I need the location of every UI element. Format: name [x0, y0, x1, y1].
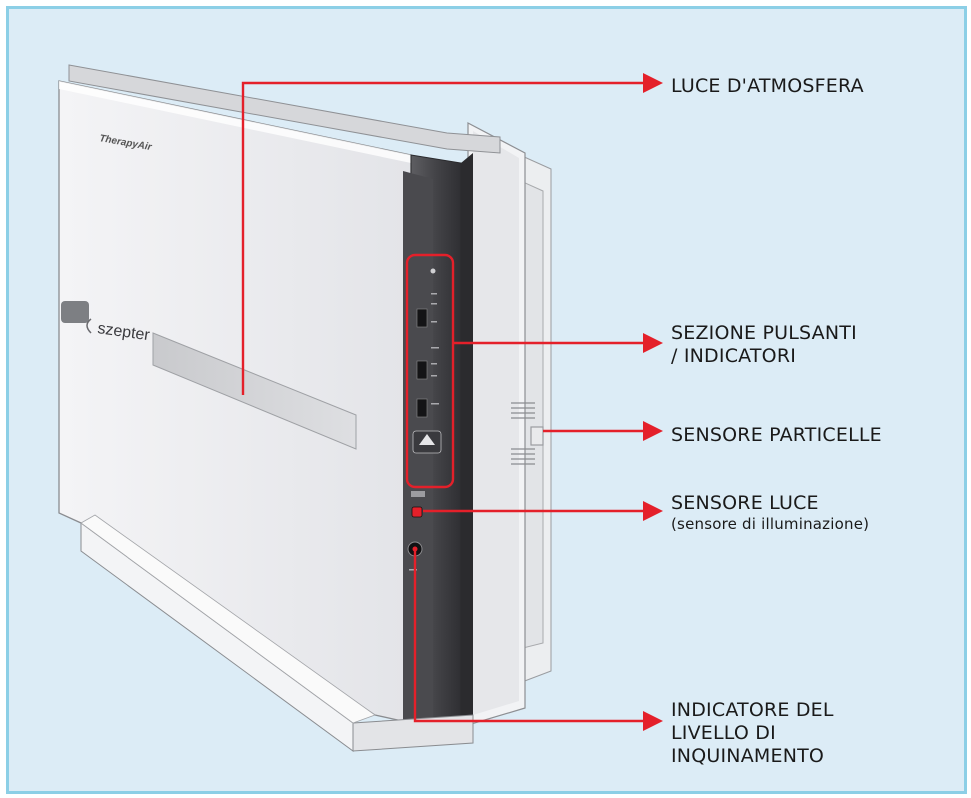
label-ambient-light: LUCE D'ATMOSFERA — [671, 75, 864, 98]
side-tab — [61, 301, 89, 323]
arrow-icon — [643, 333, 663, 353]
callout-line-pollution — [413, 549, 645, 723]
label-line: LUCE D'ATMOSFERA — [671, 75, 864, 97]
arrow-icon — [643, 73, 663, 93]
pollution-indicator — [407, 541, 423, 571]
szepter-mark-icon — [86, 318, 92, 334]
label-buttons: SEZIONE PULSANTI / INDICATORI — [671, 322, 857, 368]
label-subline: (sensore di illuminazione) — [671, 515, 870, 533]
base-plate — [80, 514, 474, 752]
callout-arrowheads — [643, 73, 663, 731]
air-purifier-illustration: TherapyAir szepter — [58, 64, 663, 752]
top-rim — [68, 64, 501, 154]
side-housing — [467, 122, 552, 726]
control-buttons — [412, 268, 442, 454]
label-line: SEZIONE PULSANTI — [671, 322, 857, 344]
label-light-sensor: SENSORE LUCE (sensore di illuminazione) — [671, 492, 869, 533]
ambient-light-strip — [152, 332, 357, 450]
particle-sensor-grill — [511, 402, 544, 465]
diagram-frame: TherapyAir szepter LUCE D'ATMOSFERA SEZI… — [6, 6, 967, 794]
label-pollution: INDICATORE DEL LIVELLO DI INQUINAMENTO — [671, 699, 834, 768]
label-particle-sensor: SENSORE PARTICELLE — [671, 424, 882, 447]
label-line: / INDICATORI — [671, 345, 797, 367]
callout-line-ambient-light — [241, 81, 645, 395]
arrow-icon — [643, 711, 663, 731]
arrow-icon — [643, 421, 663, 441]
label-line: INQUINAMENTO — [671, 745, 825, 767]
callout-lines — [241, 81, 645, 723]
arrow-icon — [643, 501, 663, 521]
label-line: INDICATORE DEL — [671, 699, 834, 721]
callout-box-buttons — [405, 253, 455, 489]
label-line: SENSORE LUCE — [671, 492, 819, 514]
label-line: SENSORE PARTICELLE — [671, 424, 882, 446]
light-sensor — [411, 491, 425, 518]
label-line: LIVELLO DI — [671, 722, 776, 744]
